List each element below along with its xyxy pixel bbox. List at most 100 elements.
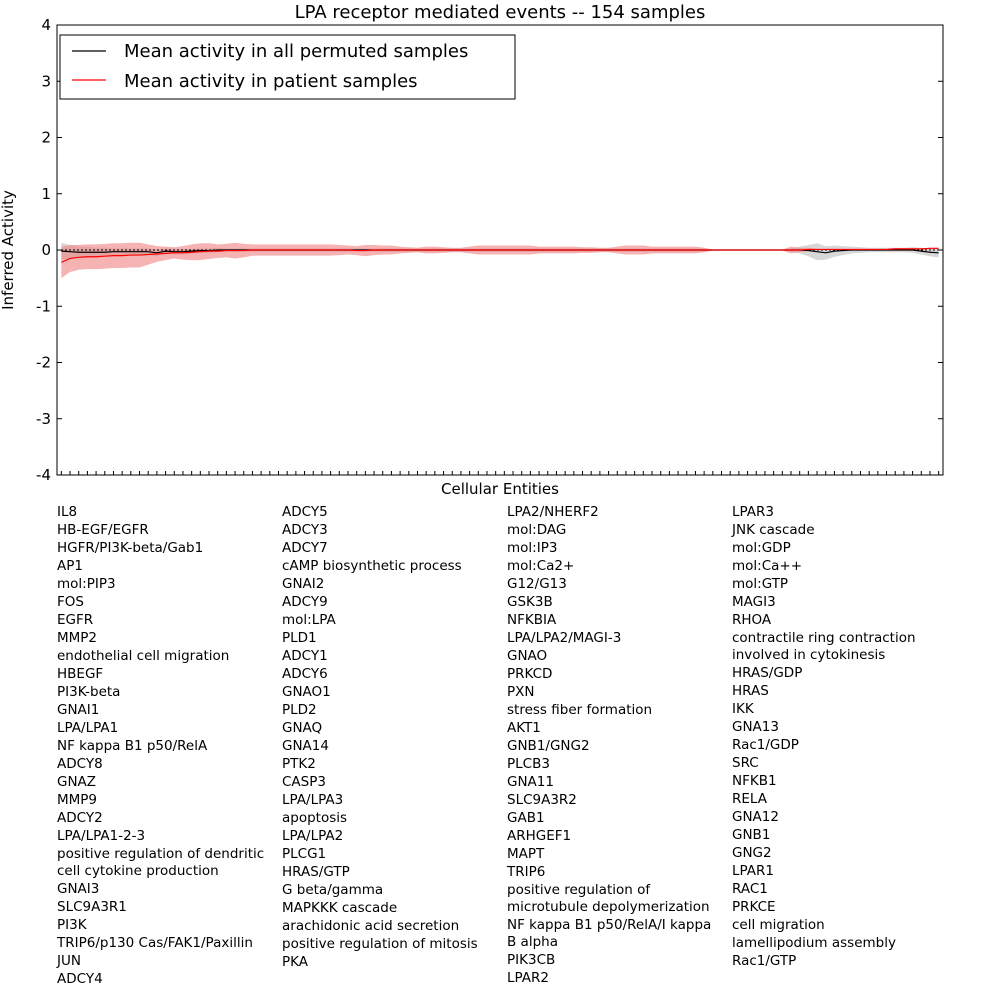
x-tick-label: SLC9A3R2 (507, 792, 577, 808)
x-tick-label: GNAI3 (57, 881, 100, 897)
x-tick-label: PIK3CB (507, 952, 556, 968)
x-tick-label: MAPT (507, 846, 545, 862)
x-tick-label: GNB1/GNG2 (507, 738, 590, 754)
x-tick-label: GNA14 (282, 738, 329, 754)
x-tick-label: HB-EGF/EGFR (57, 522, 149, 538)
x-tick-label: IKK (732, 701, 754, 717)
x-tick-label: cell migration (732, 917, 825, 933)
x-tick-label: ARHGEF1 (507, 828, 572, 844)
x-tick-label: LPA2/NHERF2 (507, 504, 599, 520)
y-tick-label: 2 (41, 129, 51, 147)
x-tick-label: HGFR/PI3K-beta/Gab1 (57, 540, 204, 556)
y-tick-label: -1 (36, 297, 51, 315)
x-tick-label: PI3K-beta (57, 684, 121, 700)
series-lines (57, 247, 943, 263)
x-tick-label: HBEGF (57, 666, 104, 682)
x-tick-label: SLC9A3R1 (57, 899, 127, 915)
x-tick-label: PI3K (57, 917, 87, 933)
x-tick-label: ADCY4 (57, 971, 103, 987)
x-tick-label: GNAZ (57, 774, 97, 790)
x-tick-label: ADCY1 (282, 648, 328, 664)
x-tick-label: positive regulation of dendritic cell cy… (57, 846, 265, 879)
x-tick-label: MMP2 (57, 630, 98, 646)
x-tick-label: mol:DAG (507, 522, 567, 538)
x-tick-label: RHOA (732, 612, 772, 628)
x-tick-label: mol:IP3 (507, 540, 558, 556)
x-axis (60, 471, 940, 475)
x-tick-label: GNA13 (732, 719, 779, 735)
legend: Mean activity in all permuted samples Me… (59, 34, 516, 100)
x-tick-label: GSK3B (507, 594, 553, 610)
x-tick-label: PRKCD (507, 666, 553, 682)
x-tick-label: AP1 (57, 558, 83, 574)
x-tick-label: MMP9 (57, 792, 98, 808)
x-tick-label: PLCG1 (282, 846, 327, 862)
x-tick-label: HRAS/GDP (732, 665, 803, 681)
x-tick-label: PRKCE (732, 899, 776, 915)
x-tick-label: cAMP biosynthetic process (282, 558, 462, 574)
x-tick-label: ADCY8 (57, 756, 103, 772)
x-tick-label: lamellipodium assembly (732, 935, 896, 951)
x-tick-label: PLD2 (282, 702, 317, 718)
x-tick-label: GNAI2 (282, 576, 325, 592)
x-tick-label: PXN (507, 684, 535, 700)
x-tick-label: NF kappa B1 p50/RelA (57, 738, 208, 754)
x-tick-label: RAC1 (732, 881, 768, 897)
legend-label-permuted: Mean activity in all permuted samples (124, 41, 468, 62)
legend-label-patient: Mean activity in patient samples (124, 71, 418, 92)
y-tick-label: 4 (41, 16, 51, 34)
x-tick-label: mol:LPA (282, 612, 336, 628)
x-tick-label: NFKB1 (732, 773, 777, 789)
x-tick-label: positive regulation of mitosis (282, 936, 478, 952)
x-tick-label: PLCB3 (507, 756, 550, 772)
x-tick-label: LPA/LPA3 (282, 792, 344, 808)
x-tick-label: GNA12 (732, 809, 779, 825)
x-tick-label: EGFR (57, 612, 94, 628)
x-tick-label: arachidonic acid secretion (282, 918, 460, 934)
y-tick-label: 0 (41, 241, 51, 259)
x-tick-label: LPA/LPA2 (282, 828, 344, 844)
x-tick-label: MAGI3 (732, 594, 776, 610)
x-tick-label: TRIP6/p130 Cas/FAK1/Paxillin (57, 935, 253, 951)
x-tick-label: ADCY2 (57, 810, 103, 826)
x-tick-label: GNAQ (282, 720, 323, 736)
x-tick-label: G beta/gamma (282, 882, 384, 898)
band-patient (61, 242, 939, 279)
x-tick-label: LPAR1 (732, 863, 775, 879)
y-tick-label: -3 (36, 410, 51, 428)
x-tick-label: MAPKKK cascade (282, 900, 398, 916)
x-tick-label: ADCY7 (282, 540, 328, 556)
x-tick-label: Rac1/GTP (732, 953, 797, 969)
x-tick-label: GNG2 (732, 845, 772, 861)
x-tick-label: GNAI1 (57, 702, 100, 718)
x-tick-label: LPA/LPA1-2-3 (57, 828, 146, 844)
x-tick-label: GNA11 (507, 774, 554, 790)
x-tick-label: mol:PIP3 (57, 576, 116, 592)
x-tick-label: mol:GDP (732, 540, 791, 556)
x-tick-label: PKA (282, 954, 308, 970)
x-tick-label: ADCY6 (282, 666, 328, 682)
x-tick-label: LPA/LPA2/MAGI-3 (507, 630, 622, 646)
plot-frame (56, 24, 944, 476)
y-tick-label: 3 (41, 72, 51, 90)
x-tick-label: contractile ring contraction involved in… (732, 630, 916, 663)
legend-box (59, 34, 516, 100)
x-tick-label: mol:Ca2+ (507, 558, 575, 574)
x-tick-label: TRIP6 (507, 864, 546, 880)
x-tick-label: GNB1 (732, 827, 771, 843)
y-tick-label: -4 (36, 466, 51, 484)
x-tick-label: SRC (732, 755, 759, 771)
x-tick-label: LPAR2 (507, 970, 550, 986)
y-tick-label: -2 (36, 354, 51, 372)
x-tick-label: HRAS (732, 683, 769, 699)
x-tick-label: apoptosis (282, 810, 348, 826)
x-tick-label: G12/G13 (507, 576, 567, 592)
y-tick-label: 1 (41, 185, 51, 203)
x-tick-label: PLD1 (282, 630, 317, 646)
x-tick-label: GNAO1 (282, 684, 331, 700)
x-tick-label: CASP3 (282, 774, 326, 790)
x-tick-label: GNAO (507, 648, 548, 664)
series-line-patient (61, 247, 939, 263)
x-tick-label: NFKBIA (507, 612, 557, 628)
y-axis-label: Inferred Activity (0, 190, 17, 310)
